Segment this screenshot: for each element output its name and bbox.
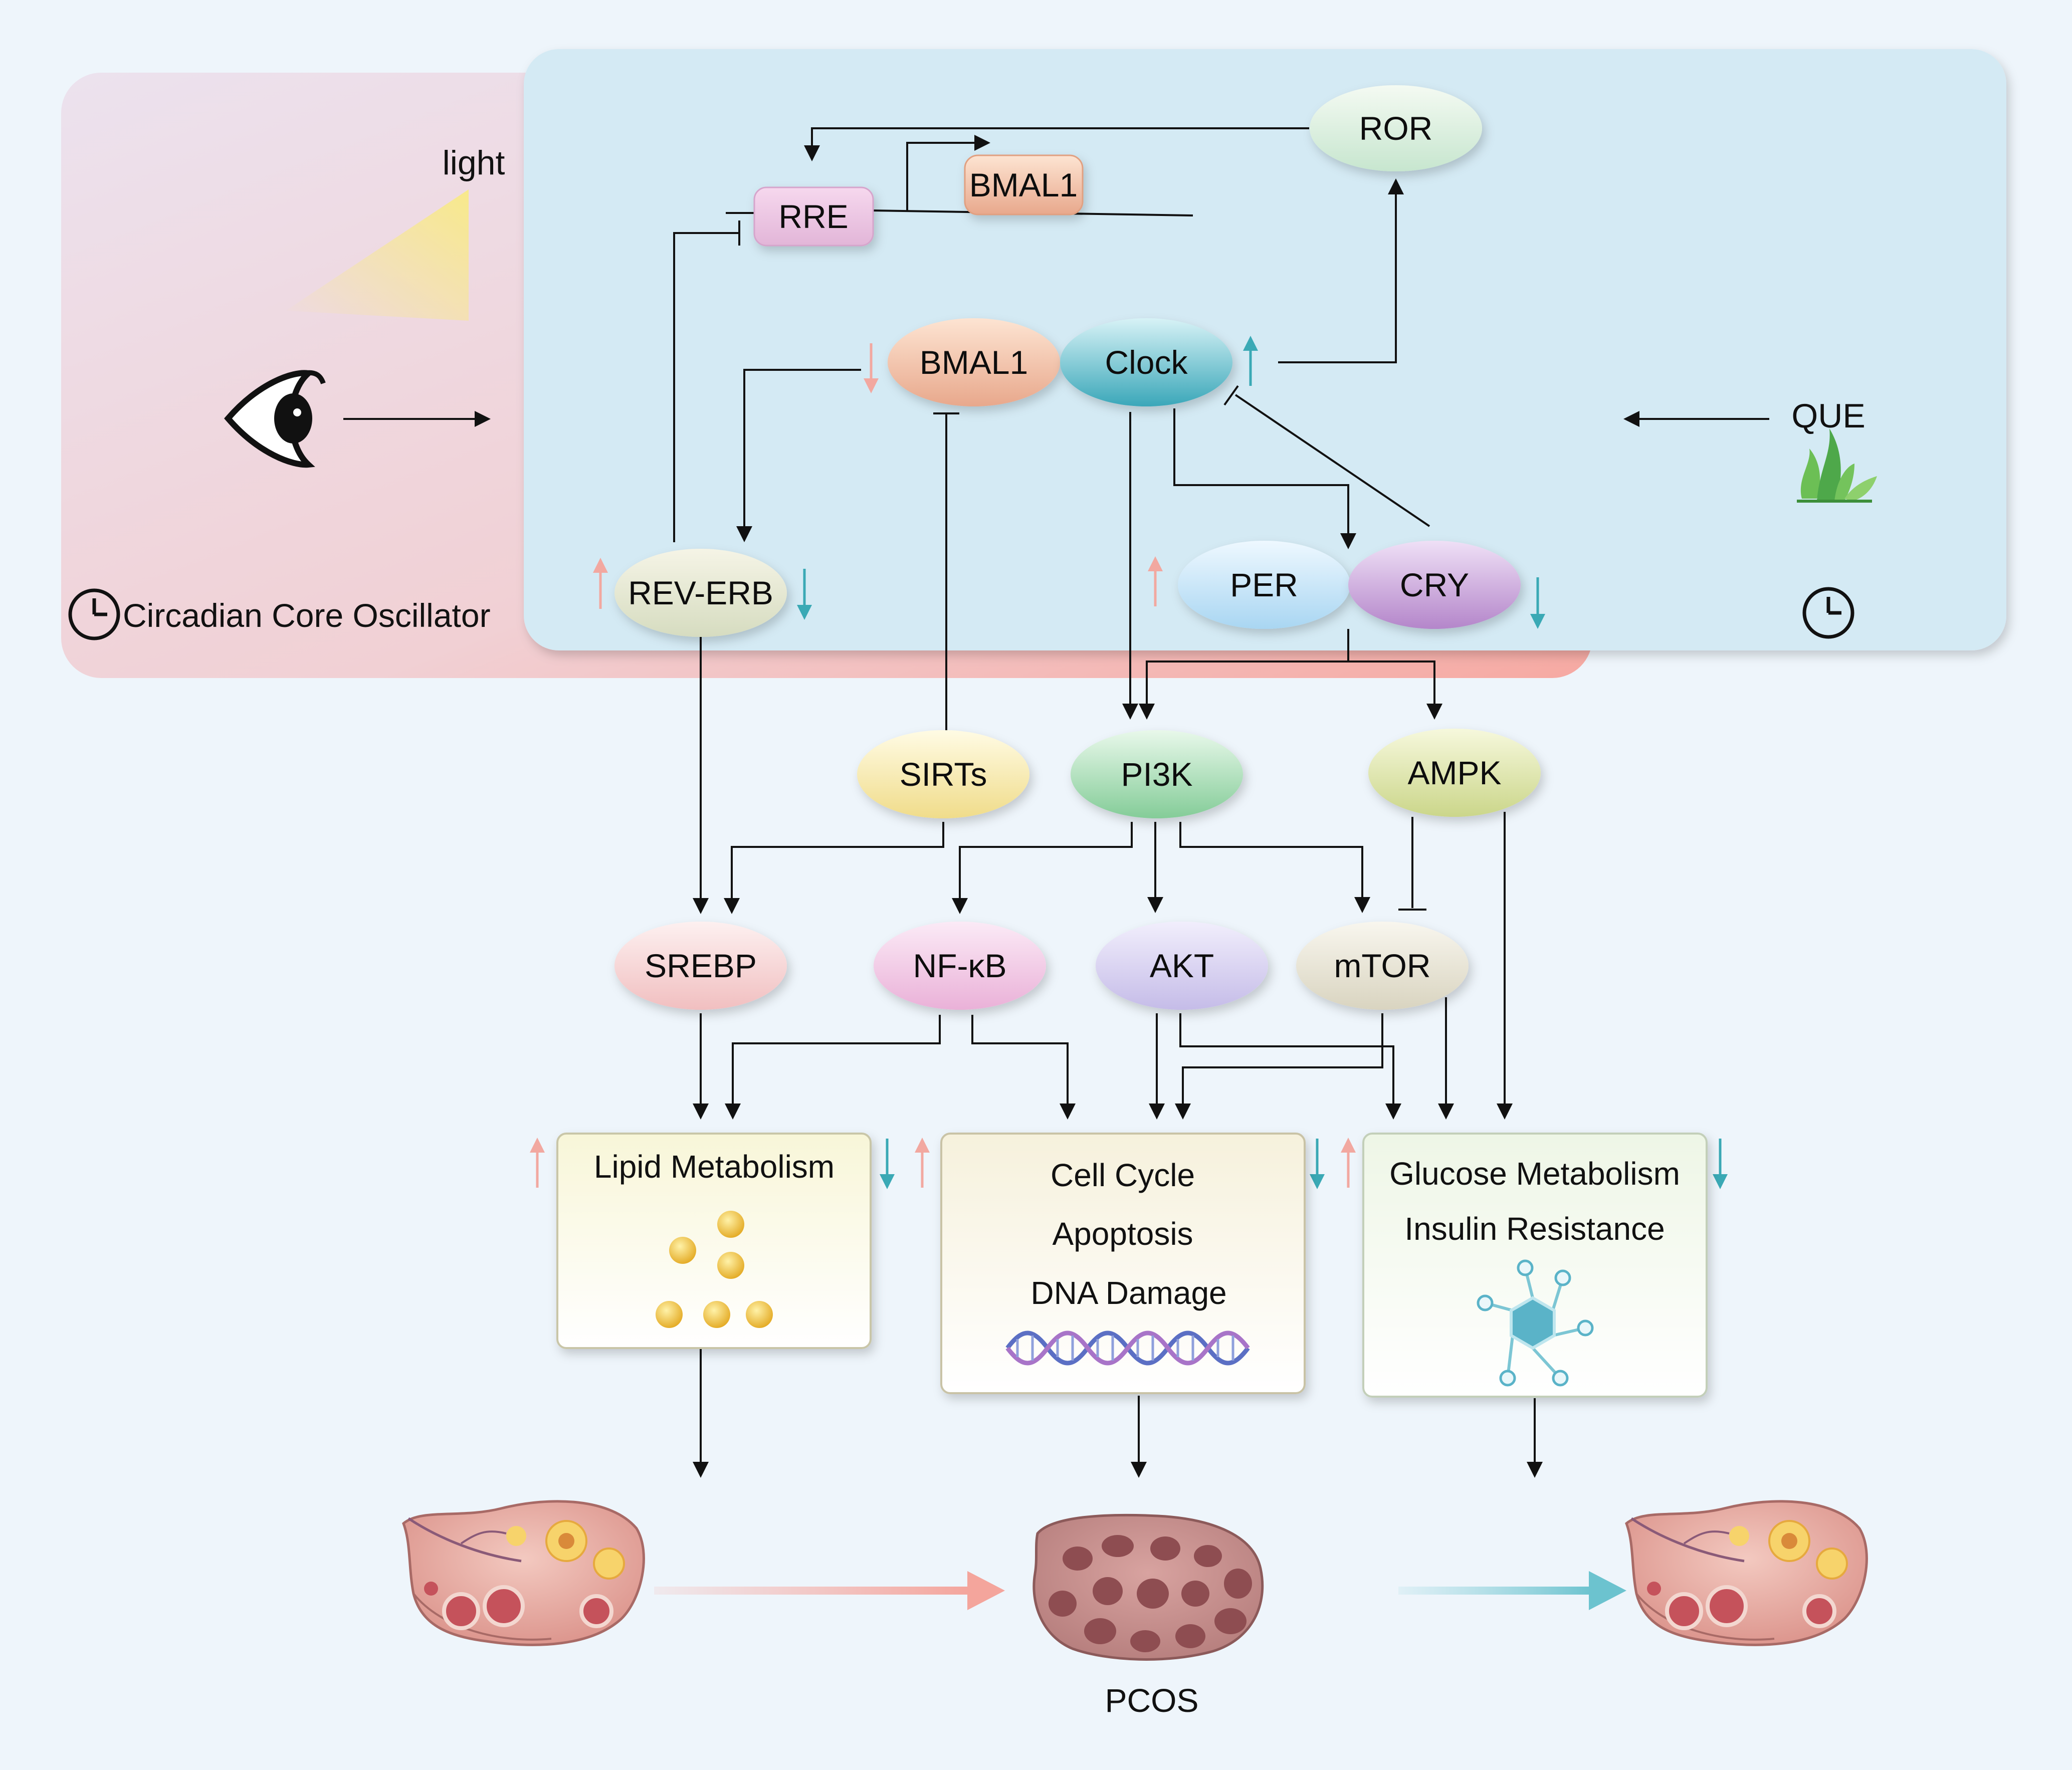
svg-text:REV-ERB: REV-ERB [628,574,773,611]
pcos-label: PCOS [1105,1682,1198,1719]
svg-text:AMPK: AMPK [1407,754,1501,791]
circadian-core-oscillator-title: Circadian Core Oscillator [123,597,491,634]
svg-text:AKT: AKT [1150,947,1214,984]
mtor-node: mTOR [1296,922,1469,1010]
lipid-metabolism-box: Lipid Metabolism [556,1133,872,1349]
rre-node: RRE [753,186,874,247]
svg-text:RRE: RRE [778,198,848,235]
progression-arrow-pink [654,1571,1005,1610]
pathway-edges [693,412,1543,1478]
que-label: QUE [1791,397,1865,435]
lipid-droplets-icon [656,1211,773,1328]
glucose-metabolism-box: Glucose Metabolism Insulin Resistance [1362,1133,1708,1398]
ampk-node: AMPK [1368,729,1541,817]
svg-text:SREBP: SREBP [645,947,757,984]
eye-icon [224,370,326,468]
svg-text:Insulin Resistance: Insulin Resistance [1404,1211,1665,1247]
svg-text:CRY: CRY [1400,566,1469,603]
circadian-panel-blue [524,49,2006,650]
sirts-node: SIRTs [857,730,1029,818]
svg-text:BMAL1: BMAL1 [920,344,1028,381]
svg-text:Lipid Metabolism: Lipid Metabolism [594,1149,835,1185]
clock-icon-right [1802,587,1854,639]
svg-text:SIRTs: SIRTs [900,756,987,793]
svg-text:BMAL1: BMAL1 [969,166,1078,203]
ror-node: ROR [1310,85,1482,171]
bmal1-top-node: BMAL1 [964,154,1084,215]
srebp-node: SREBP [614,922,787,1010]
svg-text:Clock: Clock [1105,344,1188,381]
progression-arrow-blue [1398,1571,1626,1610]
svg-text:DNA Damage: DNA Damage [1030,1275,1226,1311]
cry-node: CRY [1348,541,1521,629]
bmal1-node: BMAL1 [888,318,1060,406]
svg-text:Glucose Metabolism: Glucose Metabolism [1389,1156,1680,1192]
ovary-right-illustration [1625,1500,1868,1646]
light-beam [286,189,469,321]
rev-erb-node: REV-ERB [614,549,787,637]
glucose-molecule-icon [1477,1259,1594,1387]
clock-node: Clock [1060,318,1232,406]
svg-text:NF-κB: NF-κB [913,947,1007,984]
dna-helix-icon [1005,1331,1250,1366]
svg-text:PER: PER [1230,566,1298,603]
svg-text:ROR: ROR [1359,110,1433,147]
svg-text:mTOR: mTOR [1334,947,1430,984]
light-label: light [443,144,505,182]
ovary-left-illustration [402,1500,645,1646]
trend-arrows [530,336,1728,1189]
akt-node: AKT [1096,922,1268,1010]
herb-icon [1797,428,1877,503]
svg-text:Cell Cycle: Cell Cycle [1051,1157,1195,1193]
cell-cycle-box: Cell Cycle Apoptosis DNA Damage [940,1133,1306,1394]
clock-icon [68,588,120,640]
svg-text:PI3K: PI3K [1121,756,1192,793]
svg-text:Apoptosis: Apoptosis [1052,1216,1193,1252]
pi3k-node: PI3K [1071,730,1243,818]
per-node: PER [1178,541,1350,629]
nfkb-node: NF-κB [874,922,1046,1010]
panel-edges [673,127,1430,549]
pcos-ovary-illustration [1032,1513,1264,1661]
